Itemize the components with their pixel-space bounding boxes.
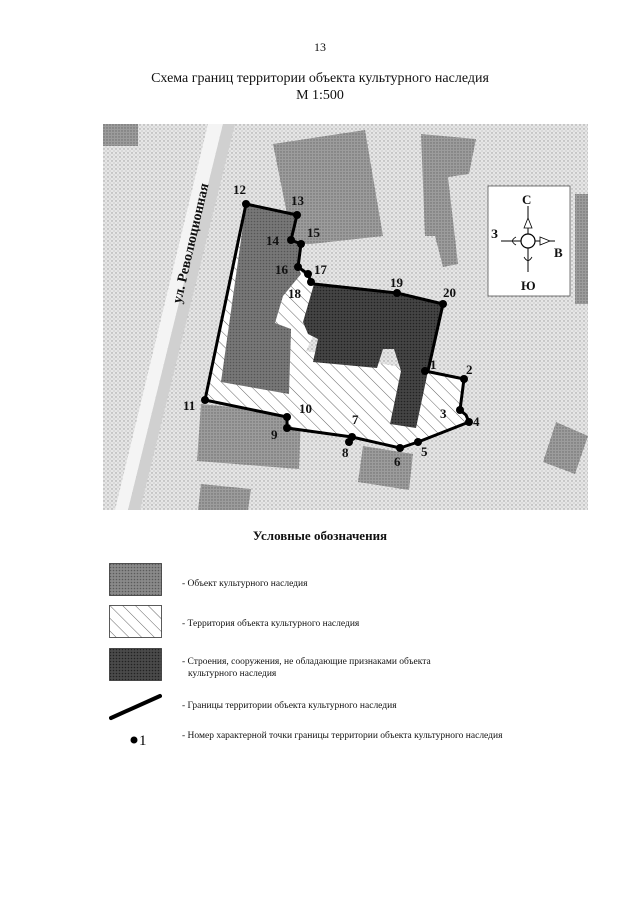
legend-row-point-number: 1 - Номер характерной точки границы терр… bbox=[0, 727, 640, 767]
legend-row-non-heritage: - Строения, сооружения, не обладающие пр… bbox=[0, 648, 640, 688]
point-label-9: 9 bbox=[271, 427, 278, 442]
legend-swatch-heritage-territory bbox=[109, 605, 162, 638]
point-label-20: 20 bbox=[443, 285, 456, 300]
legend-row-boundary: - Границы территории объекта культурного… bbox=[0, 690, 640, 730]
legend-row-heritage-object: - Объект культурного наследия bbox=[0, 563, 640, 603]
building-se bbox=[543, 422, 588, 474]
legend-label-non-heritage: - Строения, сооружения, не обладающие пр… bbox=[182, 656, 602, 680]
boundary-point-2 bbox=[460, 375, 468, 383]
building-ne bbox=[421, 134, 476, 267]
compass-west: З bbox=[491, 226, 498, 241]
building-south-3 bbox=[198, 484, 251, 510]
legend-swatch-boundary bbox=[109, 694, 162, 720]
boundary-point-1 bbox=[421, 367, 429, 375]
boundary-point-markers bbox=[201, 200, 473, 452]
point-label-11: 11 bbox=[183, 398, 195, 413]
site-map: 1 2 3 4 5 6 7 8 9 10 11 12 13 14 15 16 1… bbox=[103, 124, 588, 510]
boundary-point-9 bbox=[283, 424, 291, 432]
boundary-point-18 bbox=[307, 278, 315, 286]
building-east-edge bbox=[575, 194, 588, 304]
scale-label: М 1:500 bbox=[296, 88, 344, 103]
boundary-point-16 bbox=[294, 263, 302, 271]
point-label-12: 12 bbox=[233, 182, 246, 197]
point-label-3: 3 bbox=[440, 406, 447, 421]
point-label-6: 6 bbox=[394, 454, 401, 469]
legend-label-heritage-object: - Объект культурного наследия bbox=[182, 579, 308, 589]
legend-label-non-heritage-line1: - Строения, сооружения, не обладающие пр… bbox=[182, 657, 431, 667]
legend-swatch-non-heritage bbox=[109, 648, 162, 681]
map-title: Схема границ территории объекта культурн… bbox=[0, 70, 640, 104]
point-label-1: 1 bbox=[430, 357, 437, 372]
compass-south: Ю bbox=[521, 278, 536, 293]
point-label-14: 14 bbox=[266, 233, 280, 248]
building-south-2 bbox=[358, 446, 413, 490]
boundary-point-19 bbox=[393, 289, 401, 297]
legend-title: Условные обозначения bbox=[252, 528, 388, 543]
title-line-1: Схема границ территории объекта культурн… bbox=[151, 71, 489, 86]
map-svg: 1 2 3 4 5 6 7 8 9 10 11 12 13 14 15 16 1… bbox=[103, 124, 588, 510]
boundary-point-20 bbox=[439, 300, 447, 308]
non-heritage-structure bbox=[303, 284, 443, 428]
legend-swatch-point-number: 1 bbox=[130, 733, 147, 749]
compass-north: С bbox=[522, 192, 531, 207]
boundary-point-4 bbox=[465, 418, 473, 426]
legend-row-heritage-territory: - Территория объекта культурного наследи… bbox=[0, 605, 640, 645]
legend-label-heritage-territory: - Территория объекта культурного наследи… bbox=[182, 619, 360, 629]
boundary-point-8 bbox=[345, 438, 353, 446]
boundary-point-10 bbox=[283, 413, 291, 421]
compass-rose: С З В Ю bbox=[487, 185, 571, 297]
building-nw bbox=[103, 124, 138, 146]
boundary-point-5 bbox=[414, 438, 422, 446]
boundary-point-12 bbox=[242, 200, 250, 208]
point-label-16: 16 bbox=[275, 262, 289, 277]
page-number: 13 bbox=[314, 40, 326, 54]
point-label-17: 17 bbox=[314, 262, 328, 277]
boundary-point-11 bbox=[201, 396, 209, 404]
heritage-object bbox=[221, 204, 301, 394]
street-edge bbox=[128, 124, 235, 510]
building-south-1 bbox=[197, 404, 301, 469]
legend-label-point-number: - Номер характерной точки границы террит… bbox=[182, 731, 503, 741]
point-label-4: 4 bbox=[473, 414, 480, 429]
legend-swatch-heritage-object bbox=[109, 563, 162, 596]
point-label-15: 15 bbox=[307, 225, 321, 240]
compass-east: В bbox=[554, 245, 563, 260]
point-label-13: 13 bbox=[291, 193, 305, 208]
boundary-point-15 bbox=[297, 240, 305, 248]
point-label-8: 8 bbox=[342, 445, 349, 460]
legend-label-non-heritage-line2: культурного наследия bbox=[188, 669, 277, 679]
point-label-5: 5 bbox=[421, 444, 428, 459]
point-label-2: 2 bbox=[466, 362, 473, 377]
legend-label-boundary: - Границы территории объекта культурного… bbox=[182, 701, 397, 711]
point-label-7: 7 bbox=[352, 412, 359, 427]
boundary-point-6 bbox=[396, 444, 404, 452]
boundary-point-13 bbox=[293, 211, 301, 219]
boundary-point-3 bbox=[456, 406, 464, 414]
boundary-point-17 bbox=[304, 270, 312, 278]
street-revolutsionnaya bbox=[115, 124, 223, 510]
boundary-point-14 bbox=[287, 236, 295, 244]
point-label-10: 10 bbox=[299, 401, 312, 416]
point-label-18: 18 bbox=[288, 286, 302, 301]
point-label-19: 19 bbox=[390, 275, 404, 290]
legend-point-symbol: 1 bbox=[139, 733, 147, 749]
